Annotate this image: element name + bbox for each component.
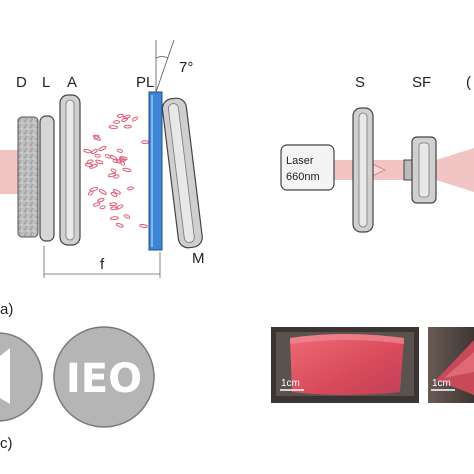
scale-label-left: 1cm [281,378,300,389]
lens-a-rim [65,99,75,241]
label-cut: ( [466,74,471,91]
particle [110,192,118,197]
particle [122,167,132,173]
laser-label: Laser [286,155,314,167]
panel-letter-c: c) [0,435,13,452]
laser-body [280,144,335,191]
particle [109,216,119,221]
input-beam [0,150,22,194]
particle [95,159,104,165]
particle [115,204,124,210]
photo-right: 1cm [428,327,474,403]
particle [123,124,132,129]
diffuser-plate [17,116,39,238]
particle [112,189,121,195]
label-l: L [42,74,50,91]
particle [141,140,149,145]
particle [92,202,101,207]
particle-cloud [83,113,149,229]
angle-arc [155,56,169,59]
mirror-m [161,97,203,249]
label-d: D [16,74,27,91]
disc-right [53,326,155,428]
particle [119,160,126,166]
particle [84,162,94,168]
particle [94,153,101,158]
particle [116,148,124,153]
particle [113,120,121,124]
particle [127,186,134,191]
particle [108,125,118,130]
particle [89,187,99,192]
particle [139,223,148,229]
photo-left: 1cm [271,327,419,403]
disc-left [0,332,43,422]
particle [119,156,128,161]
disc-left-glyph [0,348,10,404]
particle [115,158,122,164]
panel-letter-a: a) [0,301,13,318]
particle [83,148,92,154]
particle [110,206,119,211]
particle [123,214,131,219]
particle [109,202,117,207]
particle [113,174,120,179]
label-angle: 7° [179,59,193,76]
label-sf: SF [412,74,431,91]
particle [107,172,117,178]
shutter-s-rim [358,112,368,228]
particle [115,222,124,228]
particle [99,205,106,210]
expanded-beam [436,148,474,192]
particle [116,113,124,118]
particle [104,153,111,159]
laser-wavelength: 660nm [286,171,320,183]
particle [110,168,117,173]
particle [87,190,94,196]
label-s: S [355,74,365,91]
particle [131,116,139,122]
spatial-filter-inner [418,142,430,198]
label-f: f [100,256,105,273]
disc-right-text: IEO [66,356,142,402]
particle [97,198,105,203]
particle [93,134,100,140]
particle [98,188,107,195]
tilt-line [155,39,175,93]
label-a: A [67,74,77,91]
lens-l [39,115,55,242]
scale-label-right: 1cm [432,378,451,389]
particle [121,117,129,123]
label-pl: PL [136,74,154,91]
polarizer-plate [148,91,163,251]
label-m: M [192,250,205,267]
particle [90,148,98,155]
particle [86,159,94,164]
particle [98,145,107,152]
